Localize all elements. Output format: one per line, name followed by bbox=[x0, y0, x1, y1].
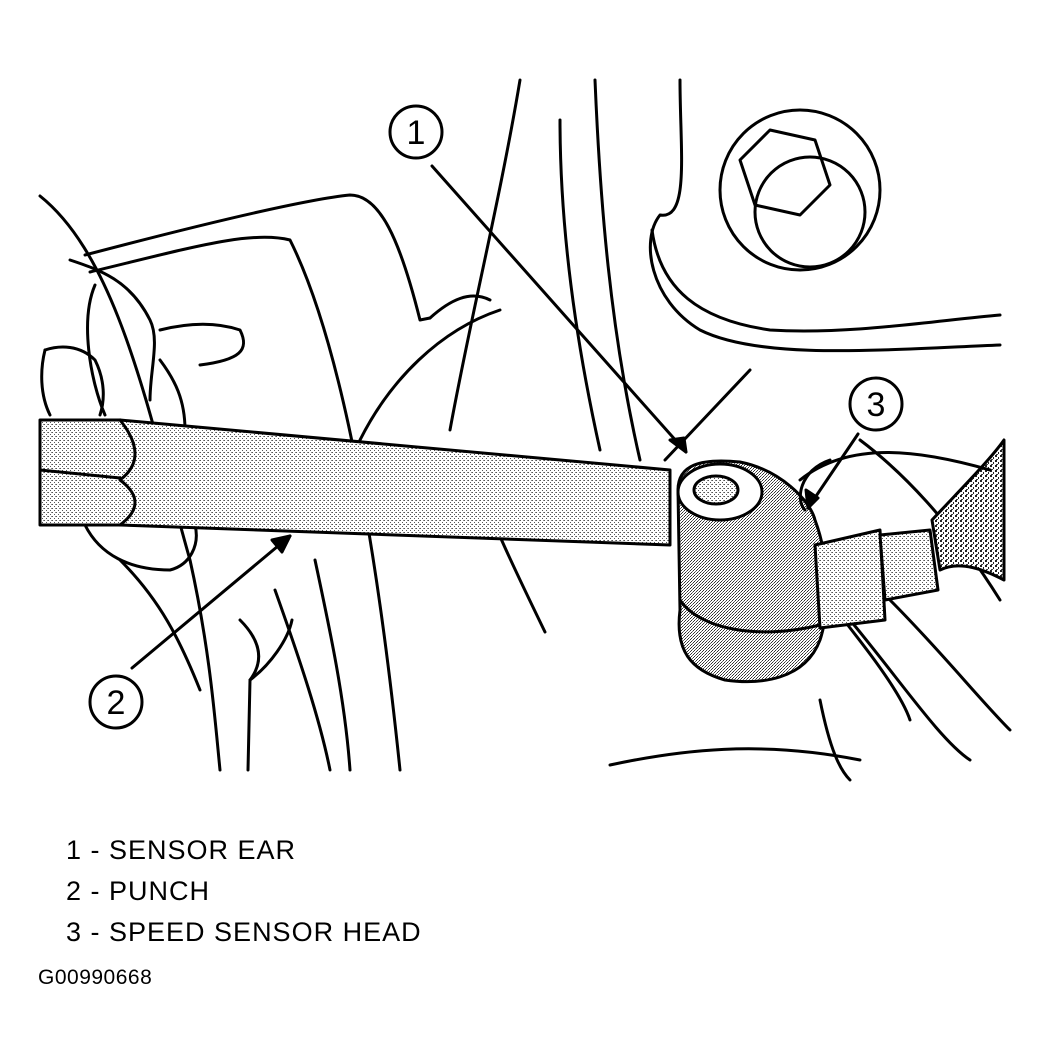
legend: 1 - SENSOR EAR 2 - PUNCH 3 - SPEED SENSO… bbox=[66, 830, 422, 953]
callout-2-number: 2 bbox=[107, 684, 126, 722]
legend-item-2: 2 - PUNCH bbox=[66, 876, 211, 906]
callout-1: 1 bbox=[388, 104, 444, 160]
speed-sensor-removal-illustration: 1 2 3 bbox=[38, 78, 1012, 782]
legend-item-1: 1 - SENSOR EAR bbox=[66, 835, 297, 865]
housing-outline bbox=[38, 78, 642, 772]
legend-item-3: 3 - SPEED SENSOR HEAD bbox=[66, 917, 422, 947]
callout-1-number: 1 bbox=[407, 114, 426, 152]
figure-code: G00990668 bbox=[38, 966, 153, 989]
callout-3: 3 bbox=[848, 376, 904, 432]
punch-tool bbox=[38, 418, 672, 547]
hand bbox=[40, 258, 246, 692]
speed-sensor bbox=[676, 438, 1006, 684]
callout-3-number: 3 bbox=[867, 386, 886, 424]
leader-line-1 bbox=[430, 164, 688, 454]
leader-lines bbox=[130, 164, 860, 670]
callout-2: 2 bbox=[88, 674, 144, 730]
bolt-flange bbox=[648, 78, 1002, 462]
leader-line-2 bbox=[130, 534, 292, 670]
